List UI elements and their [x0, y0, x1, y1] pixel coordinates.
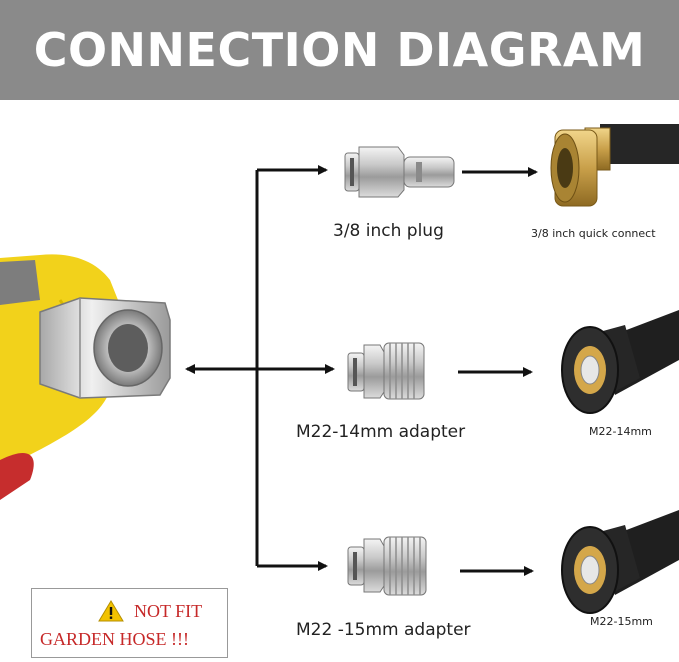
m22-14mm-adapter-image [347, 342, 425, 400]
header-banner: CONNECTION DIAGRAM [0, 0, 679, 100]
plug-label: 3/8 inch plug [333, 221, 444, 241]
page-title: CONNECTION DIAGRAM [33, 23, 646, 77]
m22-15mm-adapter-label: M22 -15mm adapter [296, 620, 471, 640]
m22-14mm-adapter-label: M22-14mm adapter [296, 422, 466, 442]
warning-triangle-icon [98, 600, 124, 622]
m22-14mm-hose-label: M22-14mm [589, 425, 652, 438]
spray-gun-image [0, 254, 171, 500]
warning-box: NOT FIT GARDEN HOSE !!! [31, 588, 228, 658]
m22-15mm-hose-label: M22-15mm [590, 615, 653, 628]
connector-lines [185, 165, 538, 576]
quick-connect-image [550, 124, 679, 207]
m22-15mm-adapter-image [347, 536, 427, 596]
plug-image [344, 146, 455, 198]
m22-15mm-hose-image [561, 510, 679, 614]
warning-line-1: NOT FIT [134, 601, 203, 621]
quick-connect-label: 3/8 inch quick connect [531, 227, 656, 240]
warning-line-2: GARDEN HOSE !!! [40, 629, 189, 649]
m22-14mm-hose-image [561, 310, 679, 414]
